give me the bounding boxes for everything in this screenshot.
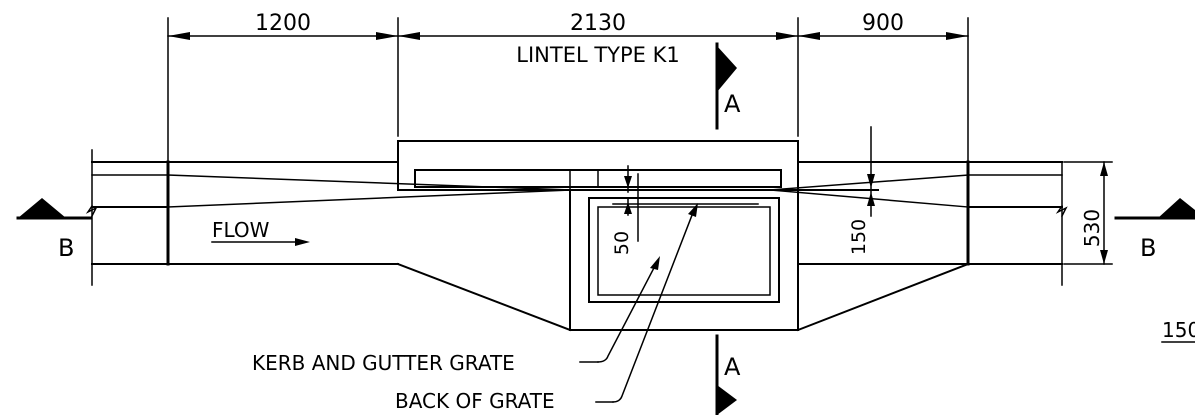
section-a-top-label: A	[724, 90, 741, 118]
left-kerb-outline	[85, 149, 572, 332]
dim-kerb-drop-text: 150	[848, 219, 870, 255]
section-a-bottom-marker: A	[715, 334, 741, 415]
dim-overall-depth-text: 530	[1080, 209, 1104, 247]
flow-indicator: FLOW	[211, 218, 310, 246]
dim-middle-span: 2130	[570, 11, 626, 36]
dim-overall-depth: 530	[1063, 161, 1113, 265]
section-a-bottom-label: A	[724, 353, 741, 381]
right-kerb-outline	[769, 160, 1068, 332]
section-b-right-marker: B	[1114, 198, 1195, 262]
section-b-right-label: B	[1140, 234, 1156, 262]
callout-kerb-grate: KERB AND GUTTER GRATE	[252, 256, 660, 375]
back-of-grate-label: BACK OF GRATE	[395, 389, 555, 413]
dim-right-span: 900	[862, 11, 904, 36]
section-a-top-marker: A	[715, 42, 741, 130]
cut-partial-label: 150	[1161, 318, 1195, 343]
grate-box	[588, 197, 780, 303]
dim-grate-offset-text: 50	[611, 231, 633, 255]
section-b-left-label: B	[58, 234, 74, 262]
kerb-and-gutter-grate-label: KERB AND GUTTER GRATE	[252, 351, 515, 375]
lintel-type-label: LINTEL TYPE K1	[516, 43, 679, 67]
dim-left-span: 1200	[255, 11, 311, 36]
top-dimension-chain: 1200 2130 900 LINTEL TYPE K1	[167, 11, 969, 161]
dim-grate-offset: 50	[611, 165, 633, 255]
callout-back-of-grate: BACK OF GRATE	[395, 203, 698, 413]
cut-partial-text: 150	[1162, 318, 1195, 342]
pit-body	[397, 140, 879, 331]
dim-kerb-drop: 150	[848, 126, 875, 255]
flow-label: FLOW	[212, 218, 270, 242]
section-b-left-marker: B	[16, 198, 92, 262]
